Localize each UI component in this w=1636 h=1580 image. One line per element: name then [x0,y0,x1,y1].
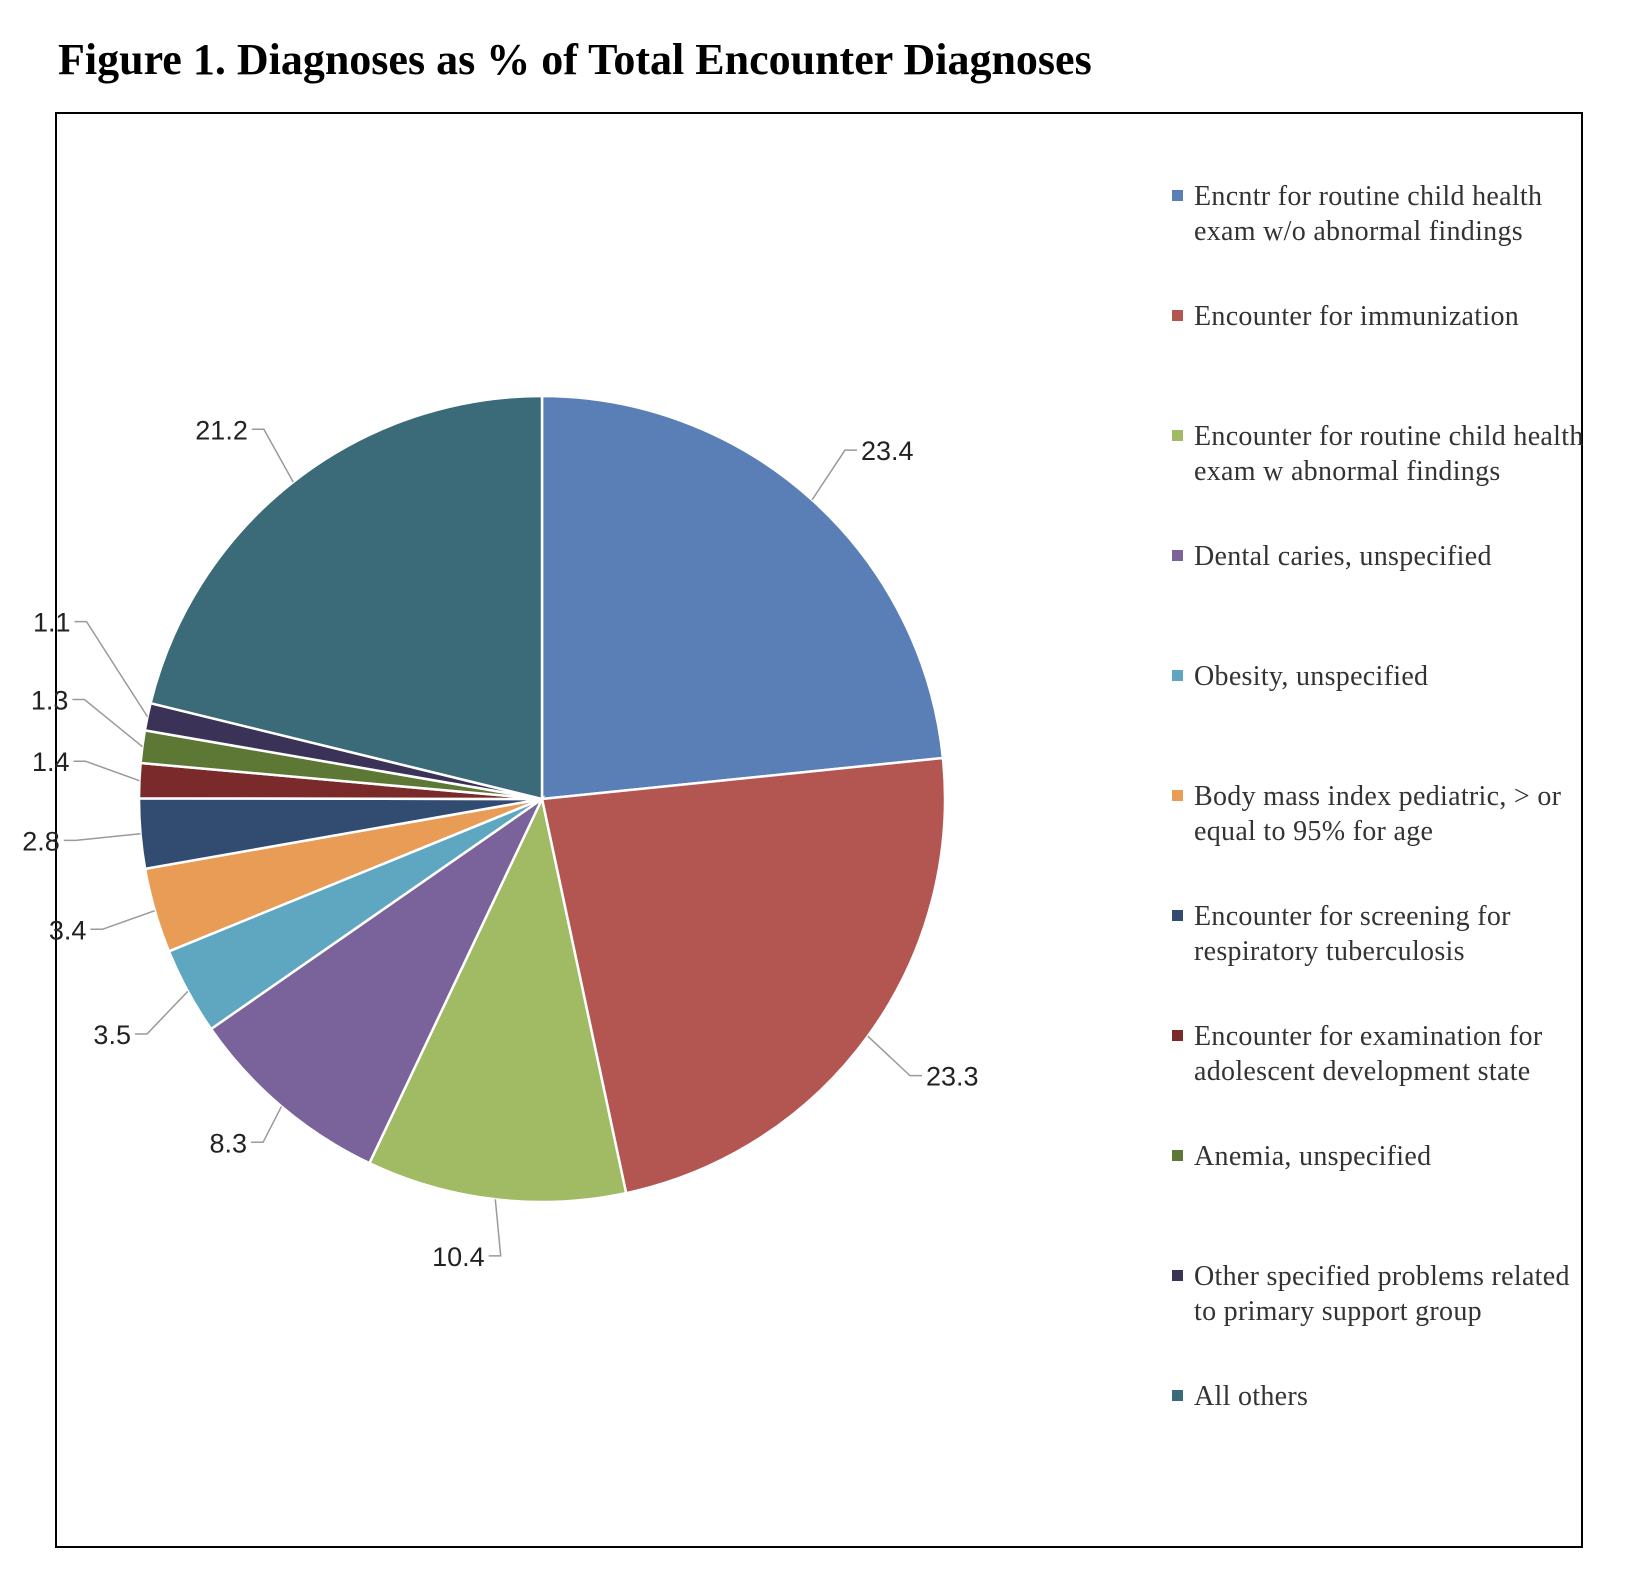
chart-frame: 23.4 23.3 10.4 8.3 3.5 3.4 2.8 1.4 1.3 1.1 21.2 En… [22,112,1583,1548]
leader-line-11 [251,428,294,483]
data-label-7: 2.8 [22,826,60,856]
legend-swatch-7 [1172,910,1183,921]
pie-slice-11 [149,394,544,801]
legend-label-1: Encntr for routine child health exam w/o… [1194,181,1543,247]
legend-item-6: Body mass index pediatric, > or equal to… [1172,779,1594,849]
data-label-1: 23.4 [861,436,914,466]
figure-title: Figure 1. Diagnoses as % of Total Encoun… [58,35,1092,84]
legend-swatch-8 [1172,1030,1183,1041]
pie-chart: 23.4 23.3 10.4 8.3 3.5 3.4 2.8 1.4 1.3 1.1 21.2 [22,394,979,1272]
legend-swatch-3 [1172,430,1183,441]
data-label-8: 1.4 [32,747,70,777]
data-label-5: 3.5 [93,1020,131,1050]
data-label-11: 21.2 [195,415,248,445]
legend-label-6: Body mass index pediatric, > or equal to… [1194,781,1562,847]
legend-label-4: Dental caries, unspecified [1194,541,1492,572]
legend-item-10: Other specified problems related to prim… [1172,1259,1594,1329]
leader-line-1 [811,449,857,501]
legend-label-11: All others [1194,1381,1309,1412]
legend-swatch-4 [1172,550,1183,561]
legend-item-7: Encounter for screening for respiratory … [1172,899,1594,969]
pie-slice-1 [540,394,945,801]
legend-swatch-2 [1172,310,1183,321]
leader-line-4 [251,1106,283,1144]
legend-swatch-9 [1172,1150,1183,1161]
leader-line-6 [90,910,156,931]
legend-item-9: Anemia, unspecified [1172,1139,1594,1174]
legend-label-5: Obesity, unspecified [1194,661,1429,692]
data-label-3: 10.4 [432,1242,485,1272]
legend-item-1: Encntr for routine child health exam w/o… [1172,179,1594,249]
legend-swatch-5 [1172,670,1183,681]
legend-swatch-11 [1172,1390,1183,1401]
data-label-9: 1.3 [31,686,69,716]
legend-item-2: Encounter for immunization [1172,299,1594,334]
legend-label-8: Encounter for examination for adolescent… [1194,1021,1543,1087]
leader-line-8 [73,760,140,782]
legend-swatch-6 [1172,790,1183,801]
legend-item-3: Encounter for routine child health exam … [1172,419,1594,489]
leader-line-5 [134,990,189,1035]
legend-item-8: Encounter for examination for adolescent… [1172,1019,1594,1089]
legend-label-2: Encounter for immunization [1194,301,1520,332]
legend-item-5: Obesity, unspecified [1172,659,1594,694]
data-label-2: 23.3 [926,1062,979,1092]
legend-label-10: Other specified problems related to prim… [1194,1261,1570,1327]
legend-swatch-10 [1172,1270,1183,1281]
pie-slice-2 [540,756,947,1195]
legend-item-11: All others [1172,1379,1594,1414]
leader-line-3 [488,1199,502,1257]
legend-label-3: Encounter for routine child health exam … [1194,421,1584,487]
data-label-10: 1.1 [33,608,71,638]
pie-slice-3 [367,795,628,1204]
leader-line-9 [72,698,143,748]
data-label-4: 8.3 [210,1128,248,1158]
legend-item-4: Dental caries, unspecified [1172,539,1594,574]
legend-label-9: Anemia, unspecified [1194,1141,1432,1172]
pie-slice-4 [209,795,546,1165]
leader-line-7 [63,832,141,842]
data-label-6: 3.4 [49,915,87,945]
leader-line-2 [867,1035,922,1077]
leader-line-10 [74,620,149,718]
legend-swatch-1 [1172,190,1183,201]
legend-label-7: Encounter for screening for respiratory … [1194,901,1511,967]
